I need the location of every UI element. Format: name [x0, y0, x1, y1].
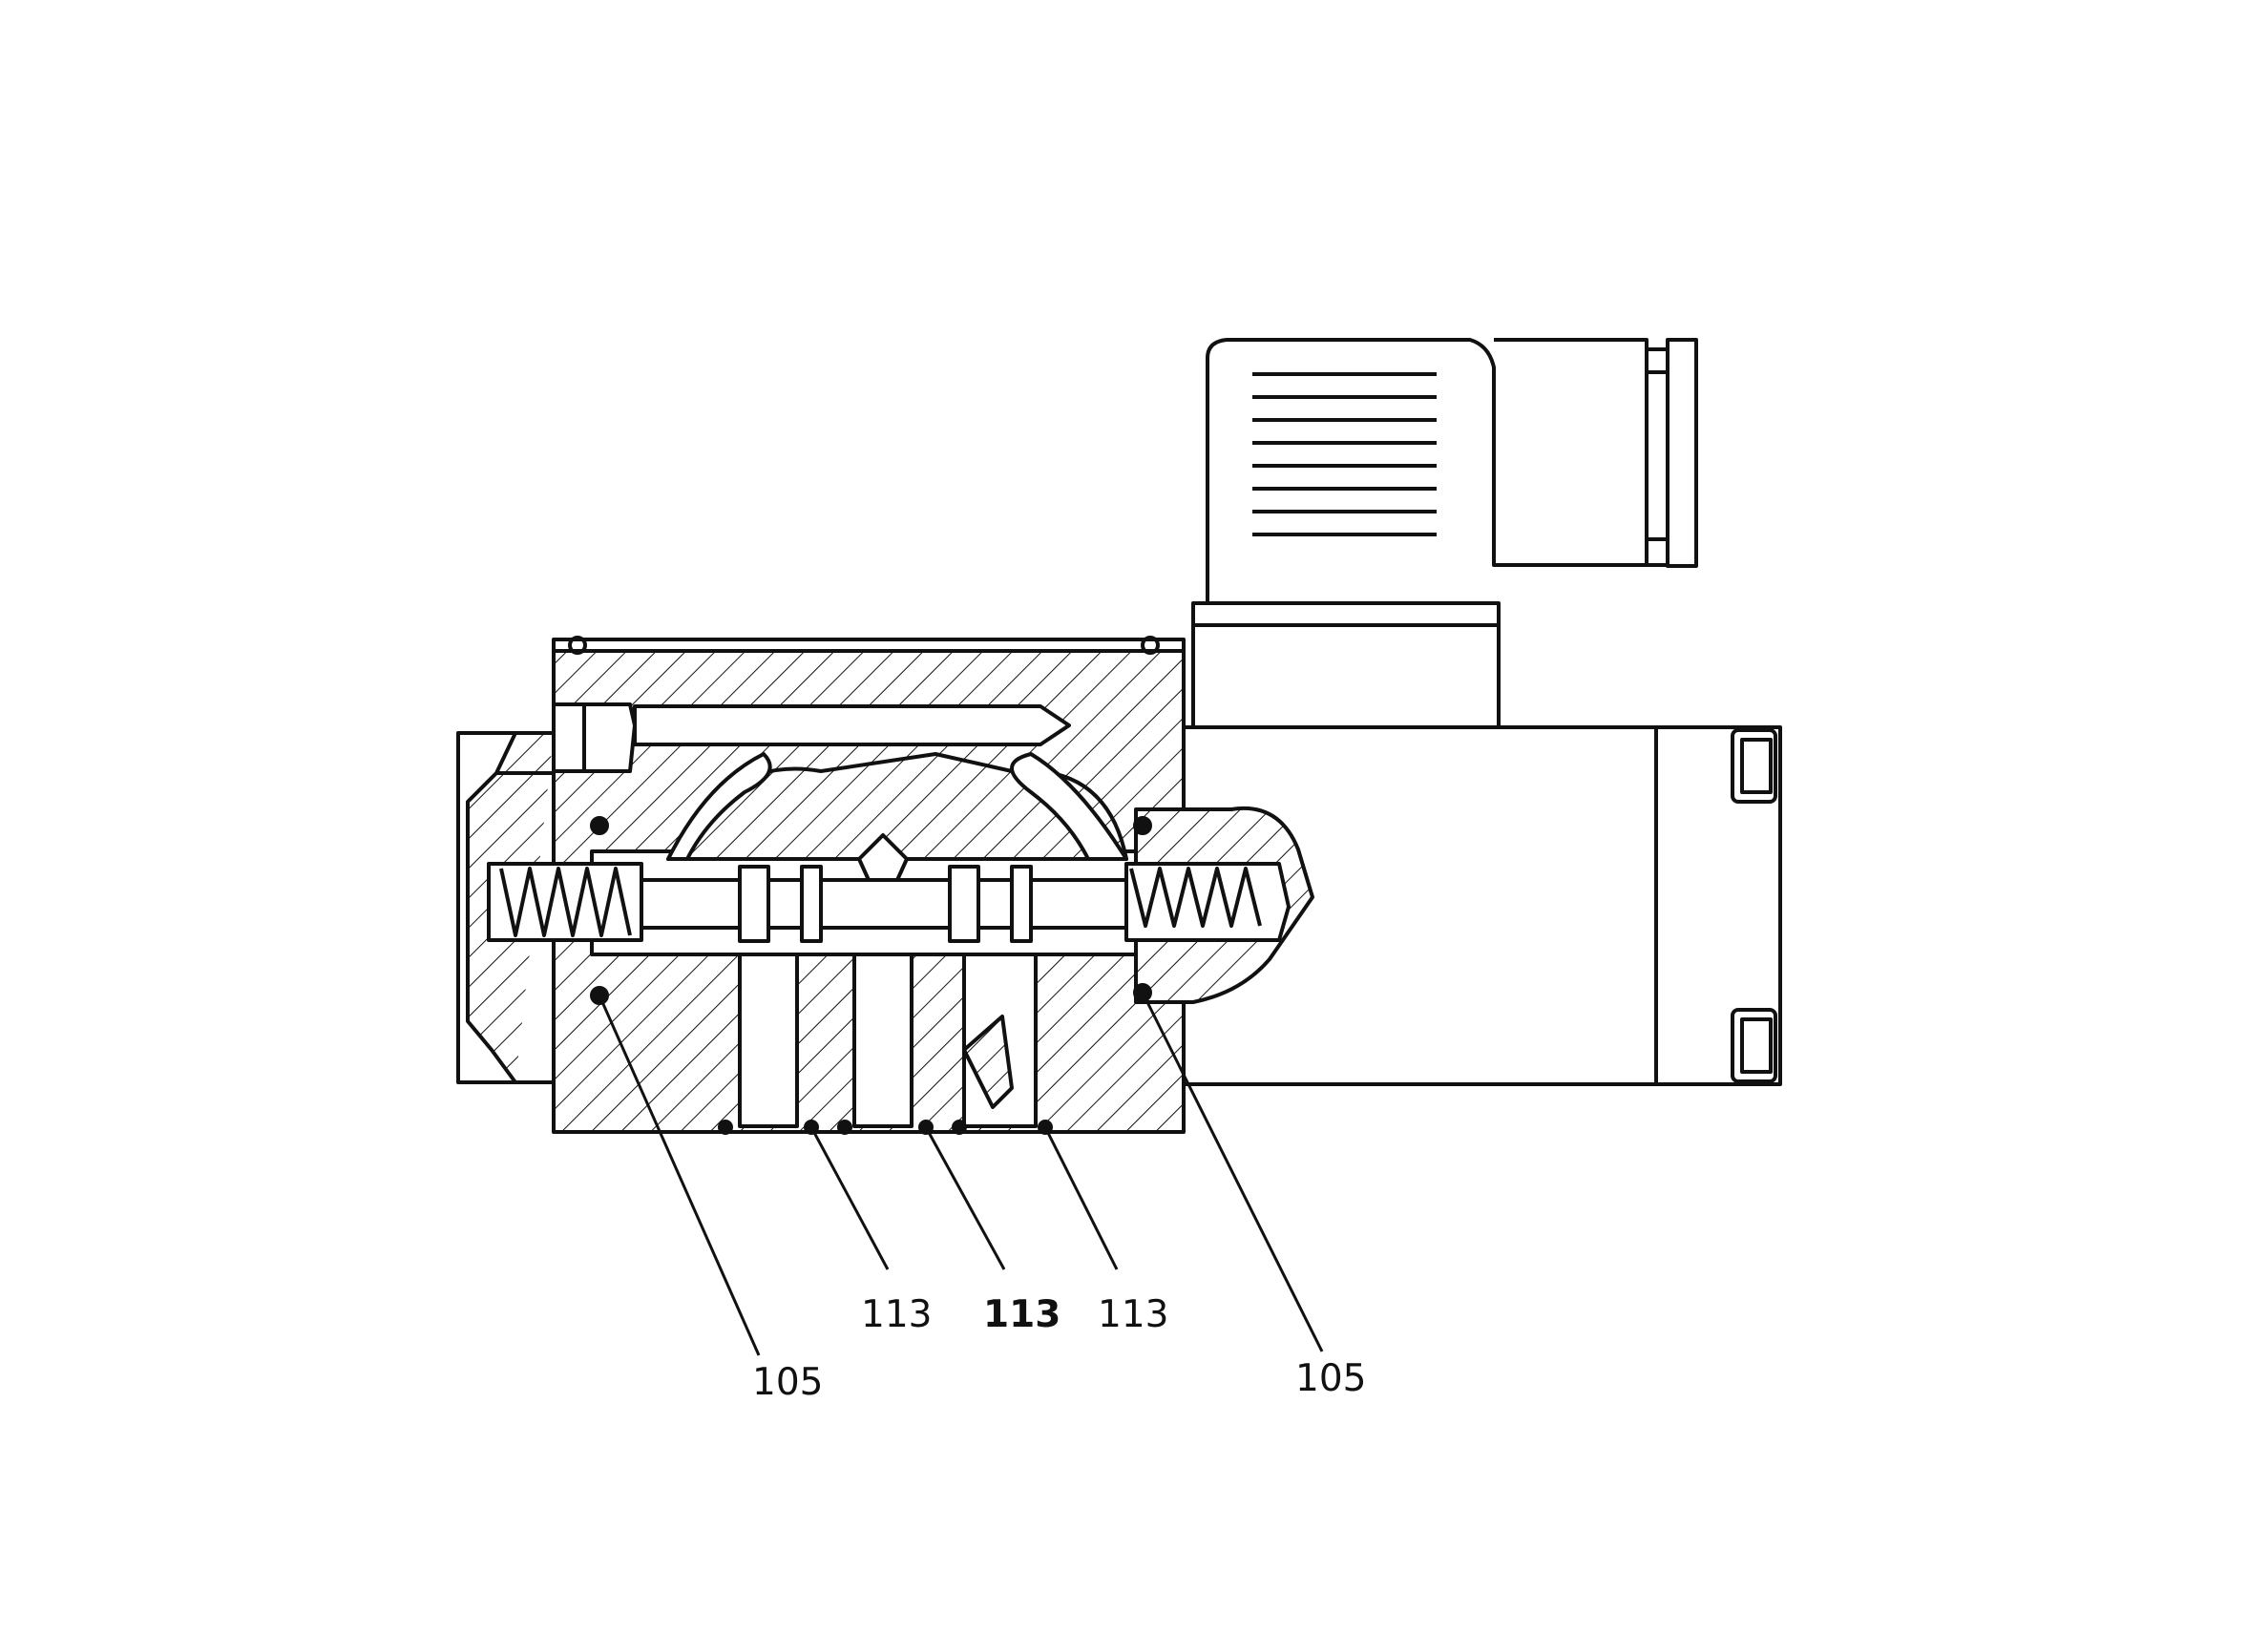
label-113-center: 113	[983, 1293, 1060, 1336]
label-113-left: 113	[861, 1293, 932, 1336]
right-spring	[1129, 867, 1262, 928]
label-105-left: 105	[752, 1361, 823, 1404]
left-spring	[487, 862, 643, 942]
leader-lines	[598, 992, 1324, 1356]
connector-plug	[1191, 338, 1698, 729]
o-rings	[590, 816, 1152, 1005]
label-105-right: 105	[1295, 1357, 1366, 1400]
label-113-right: 113	[1098, 1293, 1168, 1336]
right-cone-cap	[1124, 806, 1314, 1004]
valve-body	[552, 636, 1186, 1134]
